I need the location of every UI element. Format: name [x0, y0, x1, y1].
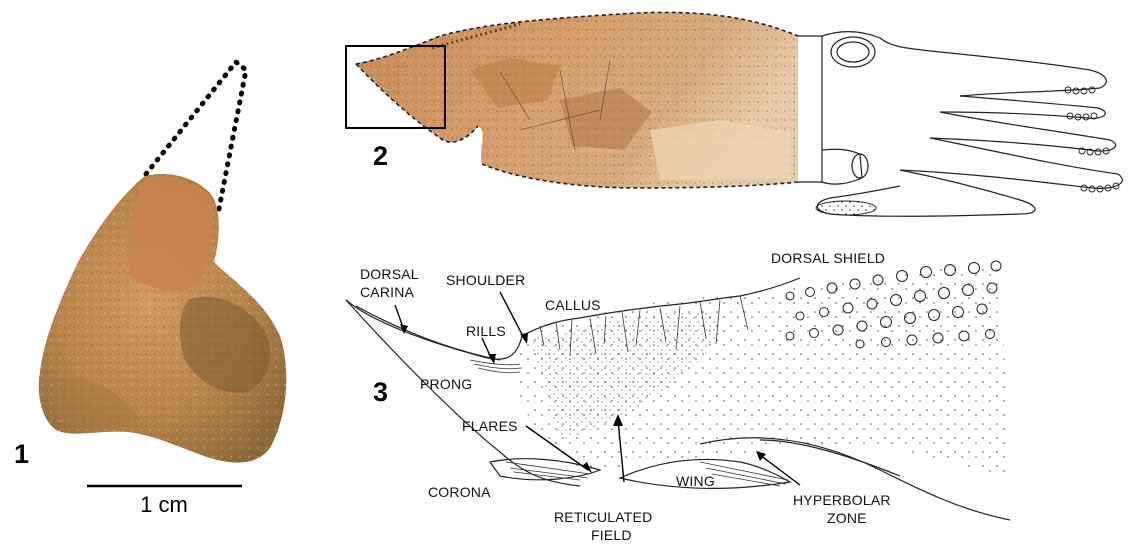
panel-1-fossil-photo — [39, 62, 287, 463]
label-hyperbolar-zone-2: ZONE — [827, 510, 867, 526]
label-dorsal-carina-2: CARINA — [360, 284, 415, 300]
label-wing: WING — [676, 473, 715, 489]
scale-bar: 1 cm — [87, 486, 242, 517]
label-callus: CALLUS — [545, 297, 601, 313]
label-shoulder: SHOULDER — [446, 272, 525, 288]
label-corona: CORONA — [428, 484, 491, 500]
label-dorsal-carina-1: DORSAL — [360, 266, 419, 282]
panel-number-1: 1 — [14, 439, 29, 469]
label-reticulated-field-1: RETICULATED — [554, 509, 652, 525]
fossil-upper-face — [129, 176, 213, 290]
label-rills: RILLS — [466, 323, 506, 339]
label-flares: FLARES — [462, 418, 518, 434]
label-prong: PRONG — [420, 376, 472, 392]
label-dorsal-shield: DORSAL SHIELD — [771, 250, 885, 266]
panel-number-3: 3 — [373, 377, 388, 407]
label-hyperbolar-zone-1: HYPERBOLAR — [793, 492, 891, 508]
panel-2-fossil-slab — [346, 12, 798, 188]
cephalopod-reconstruction — [798, 32, 1122, 217]
panel-number-2: 2 — [373, 141, 388, 171]
scale-bar-label: 1 cm — [140, 492, 188, 517]
label-reticulated-field-2: FIELD — [591, 527, 632, 543]
